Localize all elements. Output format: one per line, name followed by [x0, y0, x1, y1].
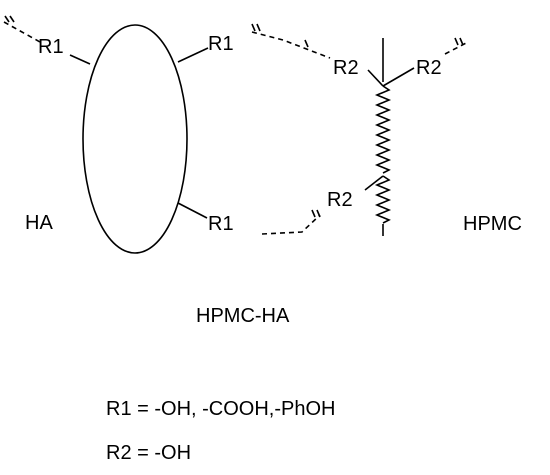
hpmc-label: HPMC — [463, 213, 522, 235]
hpmc-wavy-lower — [374, 175, 392, 224]
bond-r1-bottom — [177, 202, 208, 219]
tick-top-right-1 — [454, 37, 459, 46]
tick-top-left-2 — [9, 15, 15, 23]
dash-link-top — [251, 31, 331, 59]
hpmc-wavy-backbone — [374, 85, 392, 174]
dash-r2-top-right — [444, 41, 469, 55]
r1-label-bottom: R1 — [208, 213, 234, 235]
r1-label-top-right: R1 — [208, 33, 234, 55]
r2-label-top-left: R2 — [333, 57, 359, 79]
ha-label: HA — [25, 212, 53, 234]
legend-r2: R2 = -OH — [106, 442, 192, 464]
bond-r2-top-left — [367, 69, 384, 87]
r2-label-top-right: R2 — [416, 57, 442, 79]
bond-r2-bottom — [364, 175, 384, 191]
r2-label-bottom: R2 — [327, 189, 353, 211]
ha-ellipse — [82, 24, 188, 254]
tick-link-top-1 — [251, 23, 256, 32]
r1-label-top-left: R1 — [38, 36, 64, 58]
bond-r1-top-left — [69, 54, 91, 65]
tick-top-left-1 — [4, 15, 10, 23]
bond-r1-top-right — [177, 47, 209, 63]
bond-r2-top-right — [382, 67, 415, 87]
tick-top-right-2 — [459, 37, 464, 46]
tick-link-top-3 — [304, 39, 309, 48]
legend-r1: R1 = -OH, -COOH,-PhOH — [106, 398, 336, 420]
tick-link-top-2 — [256, 23, 261, 32]
conjugate-label: HPMC-HA — [196, 305, 290, 327]
dash-r1-top-left — [3, 21, 41, 43]
tick-link-bottom-1 — [311, 209, 316, 218]
tick-link-bottom-2 — [316, 209, 321, 218]
dash-link-bottom — [261, 214, 321, 235]
